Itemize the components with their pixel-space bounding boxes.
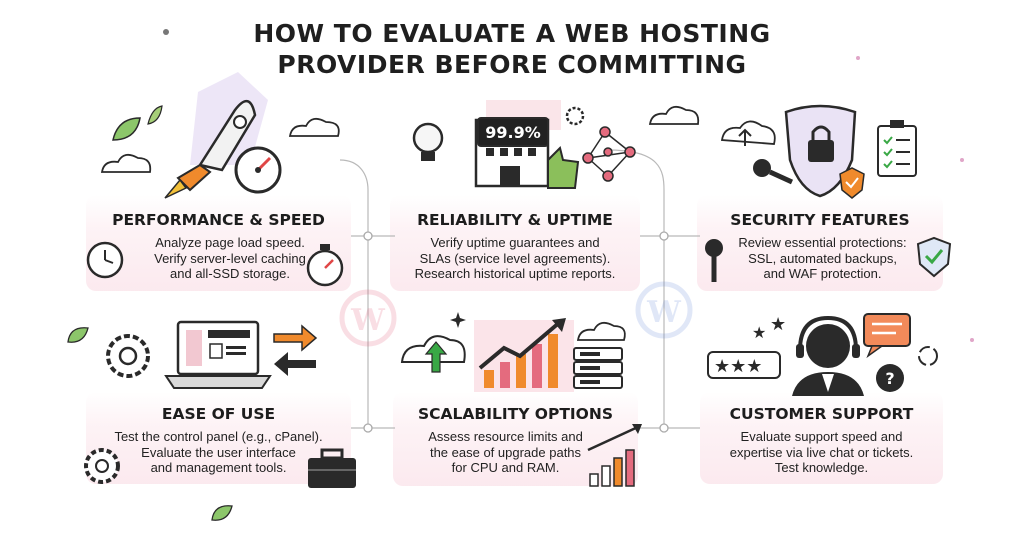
toolbox-icon [308,448,356,488]
shield-check-icon [916,236,952,278]
checklist-icon [877,120,917,177]
clock-icon [86,241,124,279]
card-heading-ease: EASE OF USE [161,405,276,423]
card-heading-scalability: SCALABILITY OPTIONS [417,405,613,423]
leaf-icon [112,105,163,141]
panel-support [700,392,943,484]
growth-chart-icon [474,318,574,392]
card-text-support: Evaluate support speed and expertise via… [729,429,914,475]
svg-text:?: ? [885,369,894,388]
connector-lines [339,149,700,429]
shield-lock-icon [784,104,857,198]
card-heading-support: CUSTOMER SUPPORT [729,405,914,423]
panel-scalability [393,392,638,486]
svg-text:★: ★ [752,323,766,342]
card-text-security: Review essential protections: SSL, autom… [738,235,907,281]
sparkle-icon [450,312,466,328]
panel-ease [86,392,351,484]
page-title: HOW TO EVALUATE A WEB HOSTING PROVIDER B… [112,18,912,80]
mini-bar-chart-icon [587,424,642,487]
cloud-upload-icon [400,335,466,373]
network-icon [582,126,636,182]
card-text-scalability: Assess resource limits and the ease of u… [428,429,583,475]
card-heading-security: SECURITY FEATURES [730,211,910,229]
cloud-icon [100,117,340,173]
question-icon: ? [876,364,904,392]
speedometer-icon [234,146,282,194]
card-heading-reliability: RELIABILITY & UPTIME [417,211,613,229]
card-text-ease: Test the control panel (e.g., cPanel). E… [114,429,323,475]
laptop-icon [164,320,272,389]
title-line-1: HOW TO EVALUATE A WEB HOSTING [253,19,771,48]
svg-text:W: W [350,303,386,338]
support-agent-icon [792,315,864,396]
wordpress-watermark-icon: W W [339,281,693,347]
card-text-reliability: Verify uptime guarantees and SLAs (servi… [414,235,616,281]
leaf-icon [67,327,233,521]
lightbulb-icon [412,122,444,161]
panel-reliability [390,195,640,291]
key-icon [705,159,794,282]
cloud-icon [648,105,700,125]
chat-bubble-icon [863,313,911,359]
refresh-icon [918,346,938,366]
gear-small-icon [565,106,585,126]
svg-text:W: W [646,295,682,330]
svg-text:★: ★ [770,314,786,335]
card-heading-performance: PERFORMANCE & SPEED [112,211,325,229]
gear-icon [84,448,120,484]
cloud-upload-icon [720,120,776,146]
thumbs-up-icon [547,146,580,189]
title-line-2: PROVIDER BEFORE COMMITTING [277,50,747,79]
panel-performance [86,195,351,291]
server-stack-icon [573,321,626,389]
rating-stars-icon: ★★★ ★ ★ [707,314,786,379]
arrows-swap-icon [273,324,318,376]
uptime-badge-text: 99.9% [485,123,541,142]
decorative-dots [163,29,974,342]
uptime-badge: 99.9% [477,117,549,147]
connector-nodes [363,231,669,433]
checkmark-shield-icon [839,167,865,199]
rocket-icon [164,72,268,199]
stopwatch-icon [306,244,344,287]
card-text-performance: Analyze page load speed. Verify server-l… [154,235,306,281]
svg-text:★★★: ★★★ [714,356,762,377]
gear-icon [106,334,150,378]
panel-security [697,195,943,291]
